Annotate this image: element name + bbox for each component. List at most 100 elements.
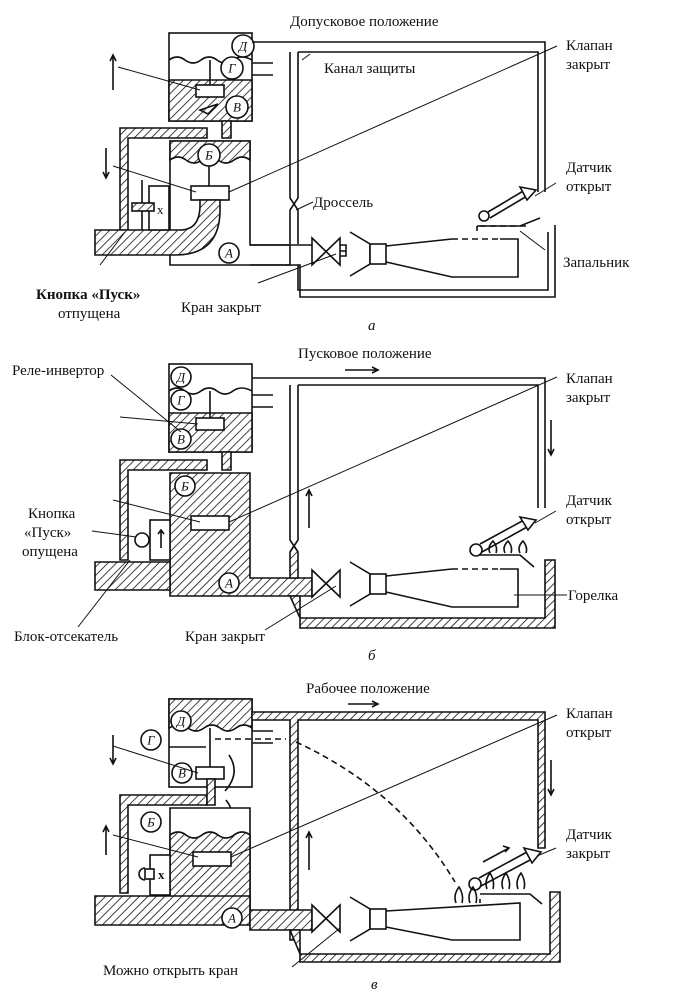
panel-c-caption: в (371, 977, 378, 991)
leader (117, 66, 201, 91)
label-button-l1: Кнопка (28, 506, 76, 522)
gas-pipe-inner (297, 232, 549, 291)
chamber-D-label: Д (175, 370, 186, 385)
burner (385, 238, 519, 278)
flow-arrow-icon (345, 366, 380, 374)
label-sensor-l2: открыт (566, 179, 612, 195)
leader (112, 165, 197, 193)
relay-valve (195, 84, 225, 98)
flame-icon (488, 539, 528, 554)
bypass-pipe (119, 459, 208, 561)
chamber-A-label: А (224, 246, 233, 261)
label-sensor-l1: Датчик (566, 827, 613, 843)
leader (230, 714, 558, 858)
chamber-V (225, 95, 249, 119)
chamber-A (221, 907, 243, 929)
leader (77, 559, 131, 628)
chamber-G-label: Г (146, 733, 155, 748)
protection-channel-outer (252, 41, 546, 192)
leader (291, 927, 341, 968)
start-button[interactable] (144, 868, 155, 880)
leader (112, 499, 201, 523)
label-valve-l1: Клапан (566, 38, 613, 54)
gas-tap[interactable] (311, 903, 341, 934)
label-sensor-l2: открыт (566, 512, 612, 528)
label-button-l3: опущена (22, 544, 78, 560)
leader (112, 745, 199, 774)
x-mark: x (158, 867, 165, 882)
leader (534, 510, 557, 524)
burner-mouth (349, 561, 371, 607)
main-valve (192, 851, 232, 867)
throttle-hatch (289, 544, 299, 579)
chamber-A (218, 572, 240, 594)
flow-arrow-icon (482, 845, 511, 863)
gas-tap[interactable] (311, 568, 341, 599)
main-valve (190, 515, 230, 531)
inlet-pipe (94, 561, 171, 591)
link-pipe (221, 451, 232, 471)
label-sensor-l1: Датчик (566, 493, 613, 509)
chamber-V-label: В (177, 432, 185, 447)
burner (385, 568, 519, 608)
sensor-valve (522, 846, 543, 865)
label-button-l1: Кнопка «Пуск» (36, 287, 140, 303)
label-igniter: Запальник (563, 255, 630, 271)
link-pipe (206, 778, 216, 806)
up-arrow-icon (109, 53, 117, 90)
chamber-B-label: Б (204, 148, 213, 163)
gas-pipe (250, 225, 556, 298)
chamber-V-label: В (233, 100, 241, 115)
sensor-rod (487, 189, 528, 219)
chamber-A (218, 242, 240, 264)
burner-mouth (349, 896, 371, 942)
chamber-D-label: Д (237, 39, 248, 54)
leader (295, 201, 314, 211)
check-flap (197, 103, 219, 115)
relay-valve (195, 417, 225, 431)
panel-c: Рабочее положение Д Г В Б А x (94, 681, 613, 991)
down-arrow-icon (109, 735, 117, 766)
label-sensor-l1: Датчик (566, 160, 613, 176)
burner (385, 902, 521, 941)
chamber-B (174, 475, 196, 497)
up-arrow-icon (305, 488, 313, 528)
label-valve-l2: закрыт (566, 390, 610, 406)
chamber-V (171, 762, 193, 784)
x-mark: x (157, 202, 164, 217)
link-pipe (221, 120, 232, 139)
outlet-pipe (249, 909, 313, 931)
sensor-valve (518, 185, 538, 202)
label-protection-channel: Канал защиты (324, 61, 415, 77)
start-button[interactable] (134, 532, 150, 548)
start-button[interactable] (131, 202, 155, 212)
sensor-bulb (469, 543, 483, 557)
leader (91, 530, 137, 538)
chamber-D-label: Д (175, 714, 186, 729)
tap-handle (340, 244, 347, 257)
protection-channel-inner (298, 384, 539, 508)
leader (119, 416, 199, 425)
throttle-line-inner (293, 52, 299, 244)
burner-throat (369, 573, 387, 595)
panel-b: Пусковое положение Д Г В Б А (12, 346, 619, 664)
leader (110, 374, 182, 433)
chamber-V (170, 428, 192, 450)
leader (257, 253, 337, 284)
chamber-A-label: А (224, 576, 233, 591)
chamber-D (170, 710, 192, 732)
leader (264, 585, 337, 631)
protection-channel-outer (252, 377, 546, 508)
chamber-B-label: Б (180, 479, 189, 494)
label-valve-l1: Клапан (566, 371, 613, 387)
label-relay-inverter: Реле-инвертор (12, 363, 104, 379)
leader (519, 230, 546, 251)
burner-throat (369, 908, 387, 930)
protection-channel-hatched (251, 711, 546, 941)
start-button-released (138, 867, 146, 881)
down-arrow-icon (547, 760, 555, 797)
down-arrow-icon (547, 420, 555, 457)
igniter-plate (477, 554, 535, 568)
leader (534, 182, 557, 197)
